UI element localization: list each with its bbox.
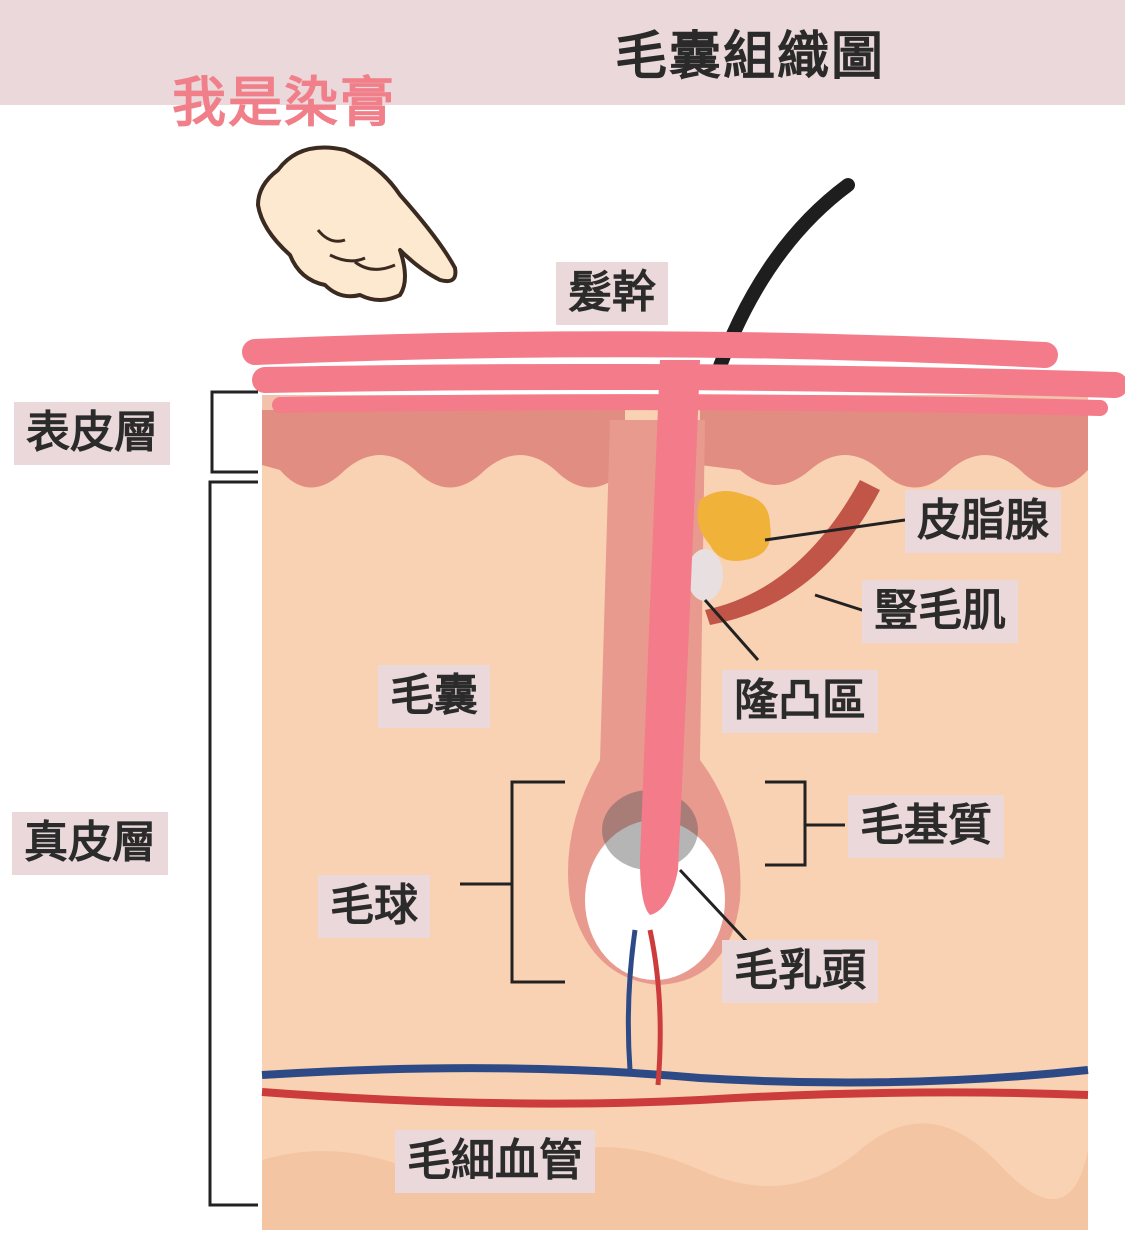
pointing-hand-icon — [256, 145, 458, 302]
marker-stroke-vertical — [640, 360, 700, 915]
papilla-leader — [678, 868, 752, 947]
label-dermis: 真皮層 — [12, 812, 168, 875]
label-hair-matrix: 毛基質 — [848, 795, 1004, 858]
artery-line — [261, 1088, 1089, 1108]
bulge-cells — [687, 549, 723, 601]
label-hair-bulb: 毛球 — [318, 875, 430, 938]
diagram-title: 毛囊組織圖 — [614, 27, 885, 87]
sebaceous-gland-shape — [697, 491, 771, 561]
subcutis-wave — [262, 1123, 1088, 1230]
label-arrector-pili: 豎毛肌 — [862, 580, 1018, 643]
label-capillaries: 毛細血管 — [395, 1130, 595, 1193]
marker-stroke-1 — [242, 331, 1058, 368]
epidermis-band — [262, 395, 1088, 488]
vein-line — [261, 1064, 1089, 1087]
bulge-leader — [703, 599, 760, 661]
epidermis-bracket — [210, 390, 258, 474]
label-epidermis: 表皮層 — [14, 402, 170, 465]
papilla-artery — [647, 929, 663, 1086]
label-hair-shaft: 髮幹 — [556, 262, 668, 325]
header-band — [0, 0, 1125, 105]
label-dermal-papilla: 毛乳頭 — [722, 940, 878, 1003]
dermis-bracket — [208, 480, 258, 1207]
label-sebaceous-gland: 皮脂腺 — [905, 490, 1061, 553]
label-bulge: 隆凸區 — [722, 670, 878, 733]
papilla-vein — [625, 929, 638, 1071]
label-follicle: 毛囊 — [378, 665, 490, 728]
matrix-bracket — [765, 780, 845, 867]
bulb-bracket — [460, 780, 565, 984]
arrector-pili-muscle — [705, 480, 880, 625]
arrector-leader — [814, 593, 869, 614]
sebaceous-leader — [764, 518, 906, 542]
handwritten-annotation: 我是染膏 — [172, 71, 396, 134]
